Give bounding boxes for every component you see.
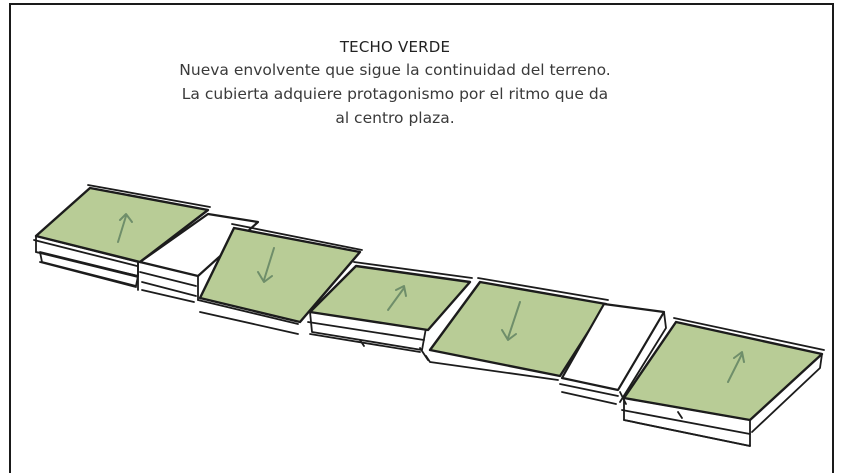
caption-title: TECHO VERDE xyxy=(339,38,451,56)
down-arrow-icon xyxy=(257,247,275,283)
caption-block: TECHO VERDE Nueva envolvente que sigue l… xyxy=(0,38,790,130)
roof-module-2 xyxy=(138,212,260,303)
roof-module-1 xyxy=(33,184,211,291)
caption-line-2: La cubierta adquiere protagonismo por el… xyxy=(181,85,609,103)
down-arrow-icon xyxy=(501,301,521,341)
roof-module-3 xyxy=(197,223,363,335)
roof-module-7 xyxy=(619,317,825,447)
caption-line-3: al centro plaza. xyxy=(335,109,455,127)
up-arrow-icon xyxy=(727,351,745,383)
up-arrow-icon xyxy=(117,213,133,243)
caption-line-1: Nueva envolvente que sigue la continuida… xyxy=(179,61,611,79)
up-arrow-icon xyxy=(387,285,407,311)
roof-module-4 xyxy=(307,261,473,353)
roof-module-5 xyxy=(419,277,609,381)
roof-module-6 xyxy=(559,302,667,405)
